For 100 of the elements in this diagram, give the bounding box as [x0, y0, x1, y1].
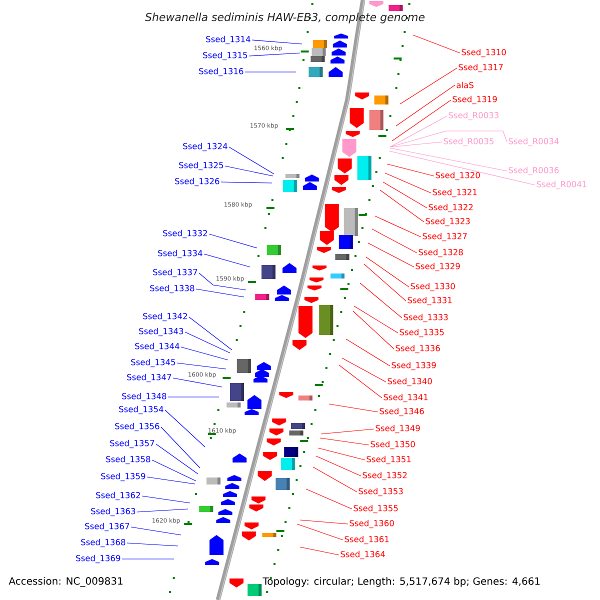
gene-label: Ssed_1334: [158, 250, 202, 258]
leader-line: [342, 358, 386, 382]
gene-label: Ssed_1350: [370, 440, 415, 450]
leader-line: [146, 476, 196, 484]
leader-line: [390, 142, 442, 148]
leader-line: [306, 488, 352, 510]
leader-line: [312, 466, 358, 492]
leader-line: [372, 228, 418, 254]
leader-line: [130, 526, 182, 536]
gene-label: Ssed_1357: [110, 440, 154, 448]
gene-label: Ssed_1364: [340, 550, 385, 560]
leader-line: [198, 272, 246, 290]
gene-label: Ssed_1362: [96, 492, 140, 500]
gene-label: Ssed_1320: [436, 172, 480, 180]
gene-label: Ssed_1353: [358, 488, 403, 496]
gene-label: Ssed_1329: [416, 262, 460, 272]
gene-label: Ssed_1369: [76, 554, 120, 564]
leader-line: [390, 148, 508, 172]
gene-label: Ssed_1361: [344, 536, 389, 544]
gene-label: Ssed_1331: [408, 296, 452, 306]
leader-line: [328, 404, 378, 412]
gene-label: Ssed_1341: [384, 394, 428, 402]
gene-label: Ssed_1345: [131, 358, 176, 368]
leader-line: [126, 542, 178, 546]
leader-line: [346, 338, 390, 366]
leader-line: [152, 460, 196, 482]
gene-label: Ssed_1332: [163, 230, 207, 238]
gene-label: Ssed_1336: [396, 344, 440, 354]
leader-line: [296, 524, 344, 540]
leader-line: [208, 234, 258, 248]
gene-label: Ssed_1368: [81, 538, 126, 548]
leader-line: [204, 254, 250, 268]
leader-line: [184, 332, 230, 354]
gene-label: Ssed_1346: [380, 408, 424, 416]
gene-label: Ssed_1337: [153, 268, 198, 278]
leader-line: [320, 428, 374, 434]
leader-line: [220, 182, 272, 184]
gene-label: Ssed_1316: [199, 68, 244, 76]
leader-line: [368, 242, 414, 268]
leader-line: [390, 130, 508, 148]
leader-line: [164, 410, 206, 448]
leader-line: [366, 256, 410, 288]
info-text: Accession: NC_009831: [8, 577, 122, 587]
title: Shewanella sediminis HAW-EB3, complete genome: [145, 12, 425, 24]
gene-label: Ssed_R0035: [444, 138, 494, 146]
gene-label: Ssed_1310: [462, 48, 506, 58]
leader-line: [374, 216, 422, 238]
leader-line: [318, 448, 366, 460]
leader-line: [400, 68, 458, 104]
gene-label: Ssed_1344: [135, 342, 180, 352]
gene-label: Ssed_1339: [392, 362, 436, 370]
gene-label: Ssed_1317: [458, 64, 503, 72]
gene-label: Ssed_1354: [119, 406, 164, 414]
leader-line: [156, 444, 198, 474]
gene-label: Ssed_1327: [422, 232, 467, 242]
leader-line: [388, 150, 536, 186]
gene-label: Ssed_1338: [150, 284, 194, 294]
leader-line: [392, 100, 452, 142]
gene-label: Ssed_1347: [127, 374, 172, 382]
gene-label: Ssed_1342: [143, 312, 187, 322]
gene-label: alaS: [456, 82, 474, 88]
leader-line: [160, 426, 200, 468]
leader-line: [172, 378, 222, 388]
gene-label: Ssed_1348: [122, 392, 166, 402]
gene-label: Ssed_R0033: [448, 112, 499, 120]
leader-line: [352, 310, 394, 350]
leader-line: [142, 496, 190, 504]
gene-label: Ssed_R0034: [508, 138, 559, 146]
leader-line: [412, 34, 460, 54]
gene-label: Ssed_1351: [366, 456, 411, 464]
gene-label: Ssed_1330: [410, 282, 455, 292]
gene-label: Ssed_1367: [85, 522, 130, 532]
leader-line: [316, 456, 362, 476]
leader-line: [300, 546, 340, 556]
leader-line: [122, 558, 174, 560]
gene-label: Ssed_1322: [428, 204, 473, 212]
leader-line: [196, 288, 244, 298]
leader-line: [180, 346, 228, 360]
gene-label: Ssed_1335: [400, 328, 444, 338]
gene-label: Ssed_1328: [418, 248, 463, 258]
gene-label: Ssed_R0041: [536, 180, 586, 190]
gene-label: Ssed_1333: [404, 314, 448, 322]
gene-label: Ssed_1315: [203, 52, 248, 60]
gene-label: Ssed_1323: [426, 218, 470, 226]
leader-line: [136, 508, 188, 512]
leader-line: [382, 182, 428, 208]
leader-line: [248, 52, 300, 56]
leader-line: [320, 438, 370, 446]
leader-line: [224, 166, 274, 176]
gene-label: Ssed_1355: [354, 504, 398, 514]
gene-label: Ssed_1319: [452, 96, 497, 104]
leader-line: [168, 396, 220, 398]
gene-label: Ssed_1326: [175, 178, 220, 186]
gene-label: Ssed_1359: [101, 472, 146, 482]
leader-line: [364, 264, 406, 302]
leader-line: [176, 362, 226, 370]
gene-label: Ssed_1321: [432, 188, 477, 198]
leader-line: [360, 282, 402, 318]
leader-line: [338, 364, 382, 398]
leader-line: [228, 146, 274, 174]
